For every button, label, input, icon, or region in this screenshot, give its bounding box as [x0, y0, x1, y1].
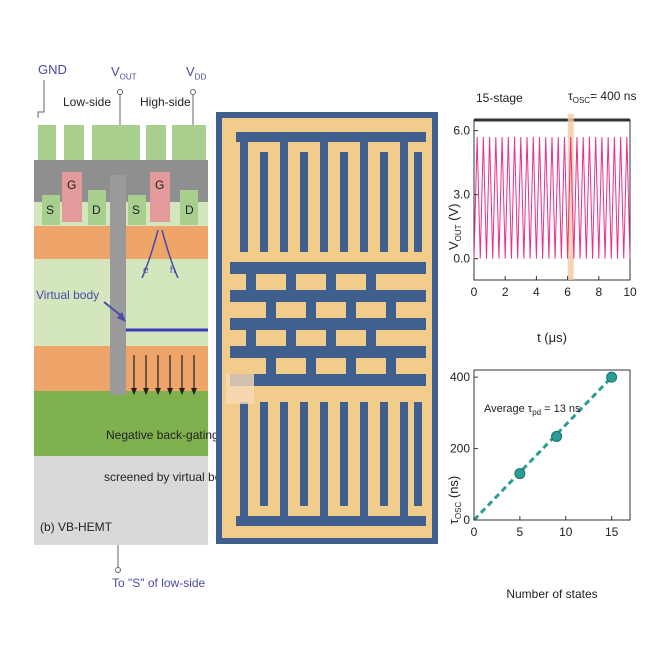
vout-label: VOUT — [111, 64, 137, 82]
x-tick-label: 4 — [533, 285, 540, 299]
source-contact — [42, 195, 60, 225]
metal-pad — [38, 125, 56, 160]
y-tick-label: 3.0 — [453, 188, 470, 202]
terminal-label: G — [67, 178, 77, 192]
y-axis-label: τOSC (ns) — [446, 476, 463, 524]
bottom-finger-array — [236, 402, 426, 526]
x-tick-label: 2 — [502, 285, 509, 299]
chip-micrograph — [216, 112, 438, 544]
tau-vs-states-chart: 0 5 10 15 0 200 400 Average τpd = 13 ns τOSC (… — [440, 360, 660, 610]
back-gating-note-line2: screened by virtual body — [104, 470, 235, 484]
carrier-label-e: e — [143, 265, 149, 276]
terminal-label: G — [155, 178, 165, 192]
panel-label: (b) VB-HEMT — [40, 520, 112, 534]
gate-contact — [62, 172, 82, 222]
vdd-label: VDD — [186, 64, 207, 82]
y-tick-label: 6.0 — [453, 124, 470, 138]
x-tick-label: 0 — [471, 285, 478, 299]
stage-label: 15-stage — [476, 91, 523, 105]
virtual-body-via — [110, 175, 126, 395]
metal-pad — [172, 125, 206, 160]
terminal-label: S — [46, 203, 55, 217]
metal-pad — [64, 125, 84, 160]
gnd-wire — [37, 80, 45, 118]
tpd-annotation: Average τpd = 13 ns — [484, 403, 581, 417]
top-finger-array — [236, 132, 426, 252]
virtual-body-label: Virtual body — [36, 288, 100, 302]
drain-contact — [180, 190, 198, 225]
gnd-label: GND — [38, 62, 67, 77]
carrier-label-h: h — [170, 265, 176, 276]
device-cross-section: GND VOUT VDD Low-side High-side S G D S … — [0, 0, 234, 620]
back-gating-arrows — [133, 355, 195, 392]
plot-frame — [473, 369, 631, 521]
source-contact — [128, 195, 146, 225]
highlight-bar — [567, 114, 574, 280]
high-side-label: High-side — [140, 95, 191, 109]
y-axis-label: VOUT (V) — [446, 203, 463, 250]
vout-waveform-series — [473, 137, 631, 259]
terminal-label: D — [185, 203, 194, 217]
terminal-label: S — [132, 203, 141, 217]
gate-contact — [150, 172, 170, 222]
data-point — [551, 430, 563, 442]
linear-fit-line — [472, 376, 613, 522]
hole-path — [161, 229, 179, 279]
buffer-green-layer — [34, 390, 208, 456]
x-tick-label: 5 — [517, 525, 524, 539]
metal-pad — [146, 125, 166, 160]
y-tick-label: 200 — [450, 442, 470, 456]
drain-contact — [88, 190, 106, 225]
tosc-annotation: τOSC= 400 ns — [568, 89, 636, 105]
y-tick-label: 400 — [450, 370, 470, 384]
data-point — [514, 468, 526, 480]
pad-highlight — [226, 374, 254, 404]
electron-path — [141, 229, 159, 279]
x-tick-label: 8 — [595, 285, 602, 299]
terminal-label: D — [92, 203, 101, 217]
low-side-label: Low-side — [63, 95, 112, 109]
middle-serpentine — [230, 262, 426, 386]
substrate-layer — [34, 455, 208, 545]
x-tick-label: 10 — [559, 525, 573, 539]
x-axis-label: t (μs) — [537, 330, 567, 345]
x-tick-label: 10 — [623, 285, 637, 299]
back-gating-note-line1: Negative back-gating is — [106, 428, 231, 442]
data-point — [606, 371, 618, 383]
x-tick-label: 6 — [564, 285, 571, 299]
x-axis-label: Number of states — [506, 587, 597, 601]
metal-pad — [92, 125, 140, 160]
y-tick-label: 0 — [463, 513, 470, 527]
footer-label: To "S" of low-side — [112, 576, 206, 590]
x-tick-label: 15 — [605, 525, 619, 539]
y-tick-label: 0.0 — [453, 252, 470, 266]
x-tick-label: 0 — [471, 525, 478, 539]
waveform-chart: 0 2 4 6 8 10 0.0 3.0 6.0 15-stage τOSC= 400 ns V… — [440, 80, 660, 360]
